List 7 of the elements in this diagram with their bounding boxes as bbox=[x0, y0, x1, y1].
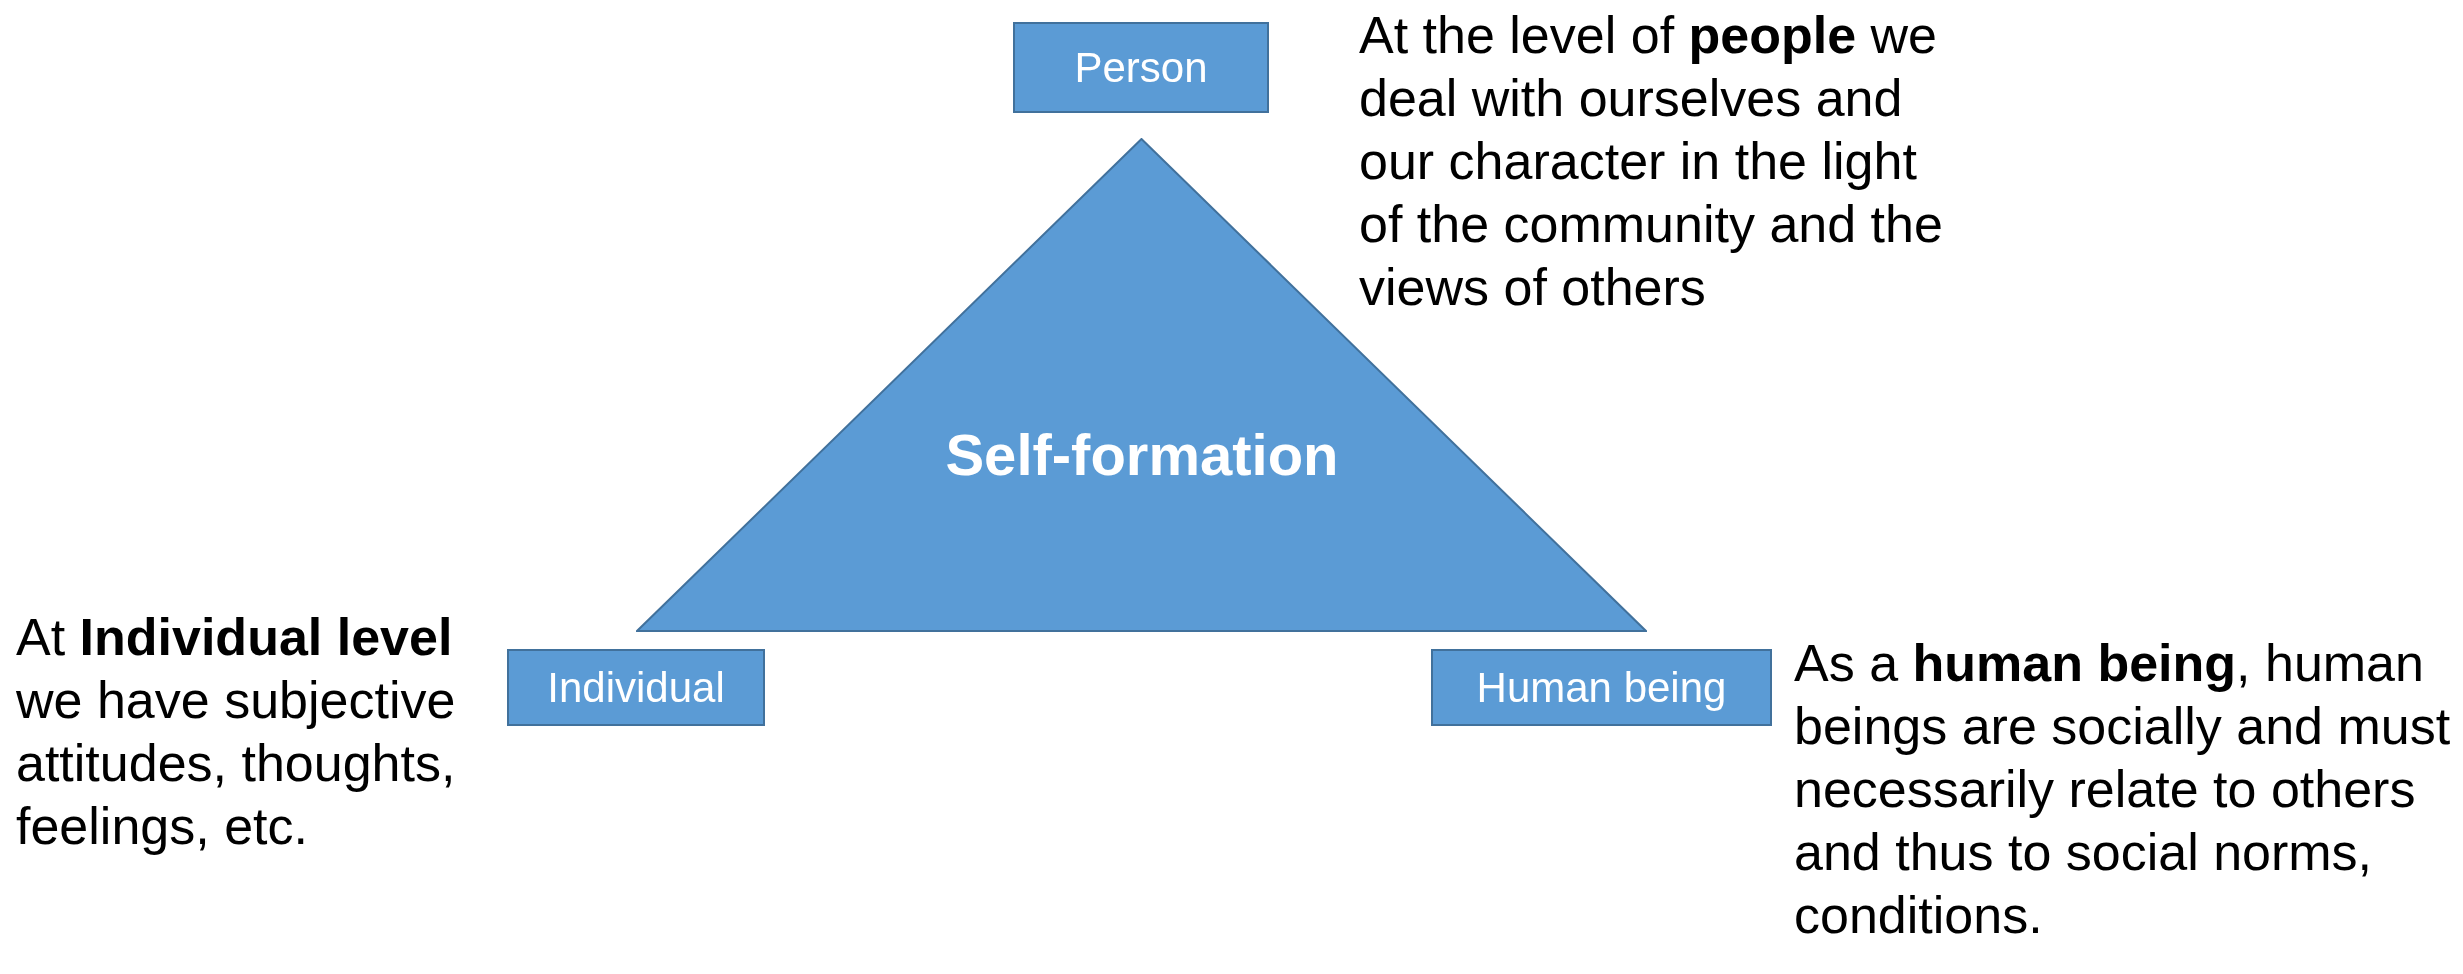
person-box: Person bbox=[1013, 22, 1269, 113]
description-text: As a human being, human beings are socially and must necessarily relate to others and thus to social norms, conditions. bbox=[1794, 633, 2452, 946]
human-being-box: Human being bbox=[1431, 649, 1772, 726]
description-text: At Individual level we have subjective attitudes, thoughts, feelings, etc. bbox=[16, 607, 457, 857]
description-text: At the level of people we deal with ourselves and our character in the light of the community and the views of others bbox=[1359, 5, 1944, 318]
triangle-title: Self-formation bbox=[945, 420, 1339, 488]
individual-box: Individual bbox=[507, 649, 765, 726]
